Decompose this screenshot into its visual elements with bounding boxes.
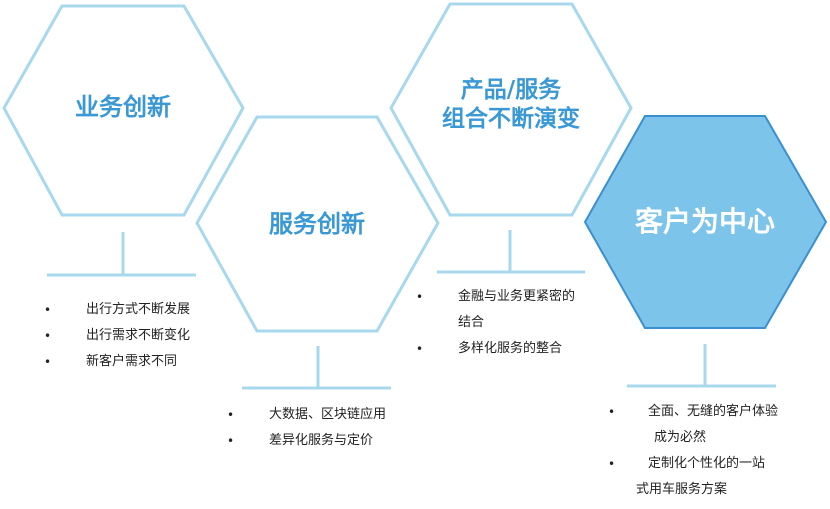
list-item: 新客户需求不同 [40,349,230,375]
connector-product-service-evolution [437,230,585,274]
label-product-service-evolution: 产品/服务 组合不断演变 [442,77,580,132]
label-business-innovation: 业务创新 [75,93,171,121]
list-item: 金融与业务更紧密的 结合 [412,284,612,336]
list-item: 出行需求不断变化 [40,323,230,349]
connector-service-innovation [242,346,391,390]
list-item: 多样化服务的整合 [412,336,612,362]
hexagon-customer-centric [583,115,828,329]
label-customer-centric: 客户为中心 [634,205,775,238]
bullets-service-innovation: 大数据、区块链应用 差异化服务与定价 [223,402,423,454]
list-item: 差异化服务与定价 [223,428,423,454]
hexagon-product-service-evolution [389,2,633,217]
connector-business-innovation [47,232,196,277]
list-item: 出行方式不断发展 [40,297,230,323]
bullets-customer-centric: 全面、无缝的客户体验 成为必然 定制化个性化的一站 式用车服务方案 [604,399,828,503]
bullets-business-innovation: 出行方式不断发展 出行需求不断变化 新客户需求不同 [40,297,230,375]
hexagon-service-innovation [195,115,440,333]
connector-customer-centric [627,344,776,388]
list-item: 定制化个性化的一站 式用车服务方案 [604,451,828,503]
hexagon-business-innovation [2,4,245,217]
bullets-product-service-evolution: 金融与业务更紧密的 结合 多样化服务的整合 [412,284,612,362]
label-service-innovation: 服务创新 [269,210,365,238]
list-item: 全面、无缝的客户体验 成为必然 [604,399,828,451]
list-item: 大数据、区块链应用 [223,402,423,428]
